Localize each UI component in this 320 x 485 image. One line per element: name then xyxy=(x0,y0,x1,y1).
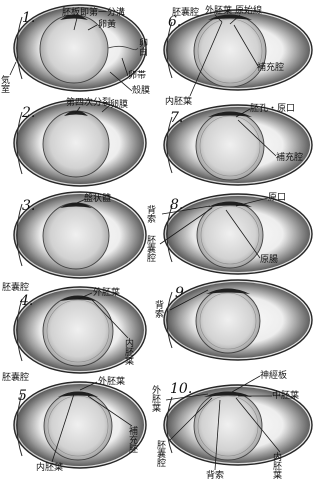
figure-number-1: 1. xyxy=(22,10,35,26)
label-endoderm-6: 内胚葉 xyxy=(165,95,192,107)
yolk-sphere xyxy=(43,111,109,177)
label-shell-membrane: 殼膜 xyxy=(132,84,150,96)
label-archenteron: 原腸 xyxy=(260,254,278,265)
label-albumen: 卵白 xyxy=(137,38,148,56)
label-mesoderm: 中胚葉 xyxy=(272,389,299,401)
label-air-space: 気室 xyxy=(0,74,10,93)
label-germinal-vesicle: 卵黃 xyxy=(98,18,116,30)
label-ectoderm-5: 外胚葉 xyxy=(98,375,125,387)
yolk-sphere xyxy=(43,203,109,269)
egg-figure-6 xyxy=(164,10,312,90)
label-blastocoel-4: 胚囊腔 xyxy=(2,281,29,293)
figure-number-5: 5 xyxy=(18,388,27,404)
label-supplementary-6: 補充腔 xyxy=(257,61,284,73)
yolk-sphere xyxy=(196,289,260,353)
label-notochord-10: 背索 xyxy=(206,469,224,481)
label-ectoderm-4: 外胚葉 xyxy=(93,286,120,298)
label-neural-plate: 神經板 xyxy=(260,369,287,381)
label-egg-membrane: 卵膜 xyxy=(110,99,128,110)
label-blastocoel-6: 胚囊腔 xyxy=(172,6,199,18)
yolk-sphere xyxy=(194,392,262,460)
yolk-sphere xyxy=(43,296,113,366)
label-blastopore-8: 原口 xyxy=(268,192,286,203)
egg-figure-5 xyxy=(14,382,146,468)
label-supplementary-5: 補充胚 xyxy=(127,425,138,454)
label-supplementary-7: 補充腔 xyxy=(276,151,303,163)
egg-figure-8 xyxy=(164,194,312,274)
figure-number-9: 9 xyxy=(175,285,184,301)
label-blastocoel-8: 胚囊腔 xyxy=(145,235,156,263)
label-endoderm-5: 内胚葉 xyxy=(36,461,63,473)
label-ectoderm-10: 外胚葉 xyxy=(150,384,161,413)
label-blastoderm: 胚板即第一分溝 xyxy=(62,6,125,18)
figure-number-2: 2. xyxy=(21,105,35,121)
yolk-sphere xyxy=(194,15,266,87)
label-notochord-8: 背索 xyxy=(145,204,156,223)
label-ectoderm-6: 外胚葉 xyxy=(205,4,232,16)
label-blastocoel-10: 胚囊腔 xyxy=(155,440,166,468)
label-notochord-9: 背索 xyxy=(153,299,164,318)
egg-figure-7 xyxy=(164,105,312,185)
egg-figure-9 xyxy=(164,280,312,360)
label-discoid-body: 盤状體 xyxy=(84,192,111,204)
pointer-air-space xyxy=(10,62,16,75)
label-primitive-streak: 原始線 xyxy=(235,4,262,16)
yolk-sphere xyxy=(196,112,264,180)
label-blastopore-7: 胚孔・原口 xyxy=(250,103,295,114)
figure-number-3: 3. xyxy=(22,198,35,214)
yolk-sphere xyxy=(44,392,112,460)
label-endoderm-10: 内胚葉 xyxy=(271,451,282,480)
label-fourth-cleavage: 第四次分裂 xyxy=(66,96,111,108)
label-endoderm-4: 内胚葉 xyxy=(123,337,134,366)
label-blastocoel-5: 胚囊腔 xyxy=(2,371,29,383)
figure-number-10: 10. xyxy=(170,381,192,397)
figure-number-7: 7. xyxy=(170,110,183,126)
figure-number-4: 4. xyxy=(19,293,33,309)
label-chalaza: 卵帯 xyxy=(128,69,146,81)
